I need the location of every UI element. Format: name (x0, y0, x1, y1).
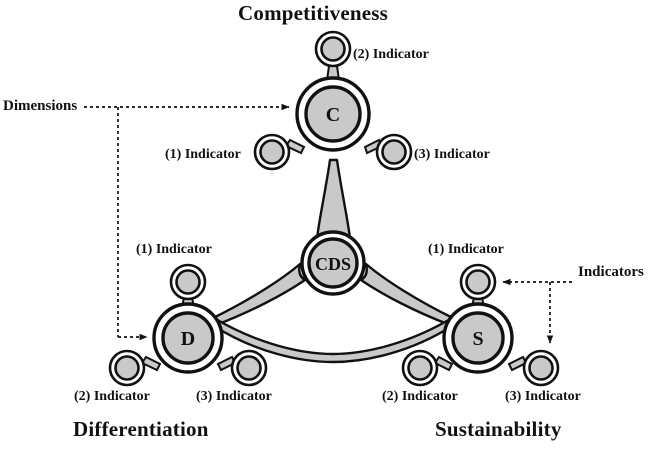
title-differentiation: Differentiation (73, 417, 209, 441)
indicator-node-d-2[interactable] (108, 349, 146, 387)
indicator-node-s-1[interactable] (459, 263, 497, 301)
node-differentiation[interactable]: D (152, 302, 224, 374)
arm-cds-to-competitiveness (315, 158, 352, 240)
stem-c-indicator-1 (284, 138, 306, 155)
indicator-label-c-1: (1) Indicator (165, 147, 241, 162)
indicator-label-c-3: (3) Indicator (414, 147, 490, 162)
node-label-s: S (472, 328, 483, 350)
stem-d-indicator-2 (140, 355, 162, 372)
indicator-label-s-1: (1) Indicator (428, 242, 504, 257)
annotation-indicators-label: Indicators (578, 264, 644, 280)
indicator-node-c-2[interactable] (314, 30, 352, 68)
title-sustainability: Sustainability (435, 417, 562, 441)
indicator-label-c-2: (2) Indicator (353, 47, 429, 62)
node-label-c: C (326, 104, 340, 126)
indicator-label-d-3: (3) Indicator (196, 389, 272, 404)
indicator-node-s-2[interactable] (401, 349, 439, 387)
indicator-label-d-2: (2) Indicator (74, 389, 150, 404)
indicator-label-s-2: (2) Indicator (382, 389, 458, 404)
dimension-nodes: C D S (152, 76, 514, 374)
indicator-node-c-3[interactable] (375, 133, 413, 171)
indicator-label-d-1: (1) Indicator (136, 242, 212, 257)
arm-cds-to-sustainability (359, 262, 455, 327)
node-cds-hub[interactable]: CDS (300, 230, 366, 296)
indicator-label-s-3: (3) Indicator (505, 389, 581, 404)
indicator-node-s-3[interactable] (522, 349, 560, 387)
stem-s-indicator-2 (433, 355, 454, 372)
arm-cds-to-differentiation (211, 262, 307, 327)
node-sustainability[interactable]: S (442, 302, 514, 374)
hub-arms (211, 158, 455, 364)
annotation-dimensions-label: Dimensions (3, 98, 78, 114)
node-label-d: D (181, 328, 195, 350)
title-competitiveness: Competitiveness (238, 1, 388, 25)
node-label-cds: CDS (315, 254, 351, 274)
annotation-leaders (84, 103, 572, 344)
indicator-node-d-3[interactable] (230, 349, 268, 387)
indicator-node-c-1[interactable] (253, 133, 291, 171)
indicator-node-d-1[interactable] (169, 263, 207, 301)
indicator-nodes (108, 30, 560, 387)
node-competitiveness[interactable]: C (295, 76, 371, 152)
